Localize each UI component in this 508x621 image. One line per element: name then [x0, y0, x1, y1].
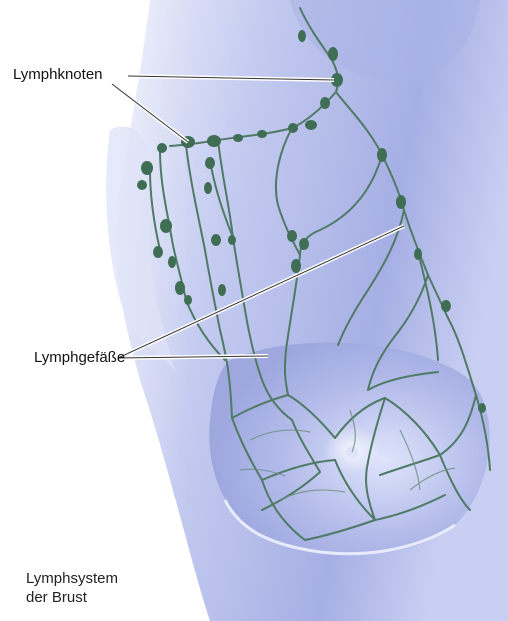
label-lymph-nodes: Lymphknoten	[13, 66, 103, 83]
caption-line-1: Lymphsystem	[26, 569, 118, 588]
left-fade	[0, 0, 190, 621]
diagram-caption: Lymphsystem der Brust	[26, 569, 118, 607]
caption-line-2: der Brust	[26, 588, 118, 607]
label-lymph-vessels: Lymphgefäße	[34, 349, 125, 366]
